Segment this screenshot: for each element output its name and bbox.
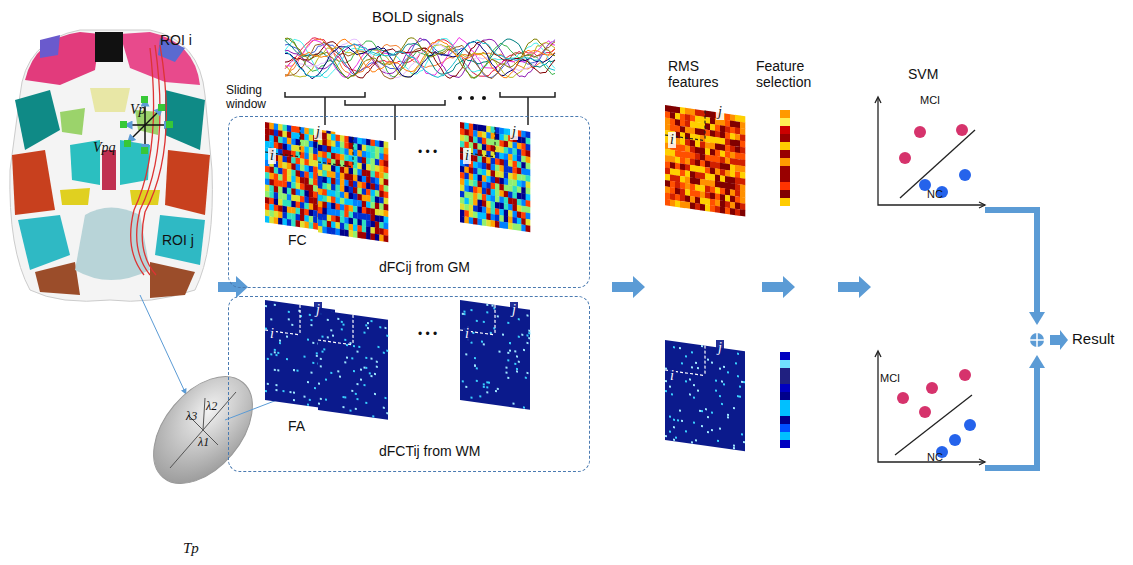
column-heading: RMS features bbox=[668, 58, 738, 90]
voxel-label: Vpq bbox=[93, 140, 116, 156]
svm-plots bbox=[875, 97, 985, 465]
class-label: NC bbox=[927, 188, 943, 200]
axis-index: j bbox=[510, 302, 518, 318]
axis-index: i bbox=[668, 368, 676, 384]
connectivity-matrices bbox=[265, 105, 745, 451]
axis-index: i bbox=[268, 148, 276, 164]
tensor-label: Tp bbox=[183, 540, 199, 557]
bold-signals bbox=[285, 38, 555, 79]
eigenvalue: λ2 bbox=[206, 400, 217, 414]
axis-index: i bbox=[463, 148, 471, 164]
axis-index: j bbox=[510, 124, 518, 140]
axis-index: i bbox=[668, 132, 676, 148]
brain-atlas bbox=[10, 30, 213, 392]
dfc-box: dFCij from GM bbox=[228, 116, 590, 288]
axis-index: j bbox=[716, 340, 724, 356]
voxel-label: Vp bbox=[130, 102, 146, 118]
box-caption: dFCij from GM bbox=[379, 259, 470, 275]
axis-index: i bbox=[463, 326, 471, 342]
roi-label: ROI j bbox=[162, 232, 194, 248]
feature-bars bbox=[780, 110, 790, 448]
dfct-box: dFCTij from WM bbox=[228, 296, 590, 472]
result-label: Result bbox=[1072, 330, 1115, 347]
ellipsis: • • • bbox=[418, 328, 437, 342]
axis-index: j bbox=[314, 302, 322, 318]
axis-index: j bbox=[716, 104, 724, 120]
heading: BOLD signals bbox=[372, 8, 464, 25]
eigenvalue: λ1 bbox=[198, 436, 209, 450]
axis-index: i bbox=[268, 326, 276, 342]
column-heading: Feature selection bbox=[756, 58, 826, 90]
svm-plot: MCI NC bbox=[872, 346, 988, 468]
matrix-label: FA bbox=[288, 418, 305, 434]
box-caption: dFCTij from WM bbox=[379, 443, 480, 459]
annotation: Sliding window bbox=[226, 84, 274, 112]
class-label: MCI bbox=[920, 94, 940, 106]
class-label: NC bbox=[927, 451, 943, 463]
eigenvalue: λ3 bbox=[186, 410, 197, 424]
svm-plot: MCI NC bbox=[872, 92, 988, 210]
roi-label: ROI i bbox=[160, 32, 192, 48]
class-label: MCI bbox=[880, 372, 900, 384]
ellipsis: • • • bbox=[418, 146, 437, 160]
combine-symbol bbox=[1030, 333, 1044, 347]
column-heading: SVM bbox=[908, 66, 938, 82]
matrix-label: FC bbox=[288, 232, 307, 248]
axis-index: j bbox=[314, 124, 322, 140]
